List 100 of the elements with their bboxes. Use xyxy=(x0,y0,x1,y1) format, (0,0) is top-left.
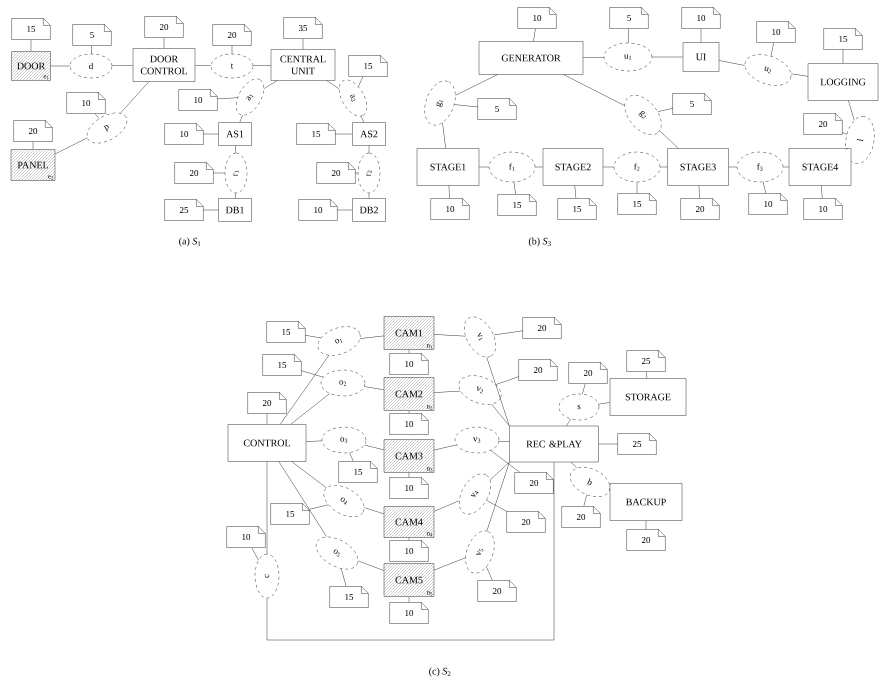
connector-line xyxy=(364,386,384,390)
connector-line xyxy=(266,462,554,640)
component-box: BACKUP xyxy=(610,483,682,521)
connector-line xyxy=(434,444,457,450)
note: 10 xyxy=(390,477,428,499)
connector-line xyxy=(305,335,322,338)
note: 15 xyxy=(348,55,388,77)
connector-line xyxy=(490,450,520,472)
note: 20 xyxy=(14,120,52,142)
connector-line xyxy=(302,38,304,50)
connector-line xyxy=(790,74,808,77)
note: 20 xyxy=(478,580,516,602)
connector-line xyxy=(368,146,370,153)
connector-line xyxy=(266,462,268,554)
note: 15 xyxy=(338,461,378,483)
component-box: AS2 xyxy=(352,122,386,146)
connector-line xyxy=(368,193,370,198)
note: 20 xyxy=(804,113,842,135)
component-box: STORAGE xyxy=(610,378,686,416)
connector-line xyxy=(408,410,410,414)
connector-line xyxy=(408,596,410,602)
note: 10 xyxy=(298,199,338,221)
note: 20 xyxy=(568,362,608,384)
connector-line xyxy=(494,330,523,336)
connector-line xyxy=(533,28,536,42)
connector-line xyxy=(719,60,745,66)
note: 10 xyxy=(518,7,556,29)
connector-line xyxy=(584,494,587,506)
note: 15 xyxy=(266,321,306,343)
connector-line xyxy=(763,182,766,194)
connector-line xyxy=(652,56,683,58)
note: 10 xyxy=(164,123,204,145)
connector-line xyxy=(290,393,330,424)
connector-line xyxy=(358,76,364,87)
component-box: STAGE2 xyxy=(542,148,604,186)
note: 25 xyxy=(164,199,204,221)
connector-line xyxy=(240,115,243,122)
note: 10 xyxy=(748,193,788,215)
connector-line xyxy=(660,166,668,168)
note: 15 xyxy=(824,28,862,50)
connector-line xyxy=(195,65,212,66)
caption: (c) S$_{2}$ xyxy=(429,667,450,677)
connector-line xyxy=(213,172,225,174)
connector-line xyxy=(434,334,466,336)
note: 15 xyxy=(262,354,302,376)
connector-line xyxy=(301,370,324,378)
connector-line xyxy=(217,98,238,100)
component-box: GENERATOR xyxy=(478,41,584,75)
connector-line xyxy=(341,568,346,586)
component-box: UI xyxy=(682,42,720,72)
note: 10 xyxy=(178,89,218,111)
connector-line xyxy=(280,355,330,424)
connector-line xyxy=(408,472,410,478)
connector-line xyxy=(360,116,364,122)
connector-line xyxy=(842,50,844,64)
note: 15 xyxy=(330,586,368,608)
connector-line xyxy=(598,402,610,404)
note: 15 xyxy=(270,503,310,525)
note: 15 xyxy=(296,123,336,145)
connector-line xyxy=(490,462,510,480)
component-box: DB1 xyxy=(218,198,252,222)
component-box: DOOR CONTROL xyxy=(132,48,196,82)
connector-line xyxy=(454,104,478,108)
note: 20 xyxy=(174,162,214,184)
connector-line xyxy=(408,538,410,540)
connector-line xyxy=(491,404,510,426)
component-box: CENTRAL UNIT xyxy=(270,49,336,81)
connector-line xyxy=(112,65,133,66)
note: 5 xyxy=(72,24,112,46)
connector-line xyxy=(486,357,510,426)
connector-line xyxy=(770,42,774,56)
connector-line xyxy=(408,350,410,354)
connector-line xyxy=(253,65,271,66)
connector-line xyxy=(700,28,702,42)
note: 25 xyxy=(618,433,656,455)
connector-line xyxy=(442,122,446,148)
note: 10 xyxy=(390,353,428,375)
note: 35 xyxy=(284,17,322,39)
note: 15 xyxy=(498,194,536,216)
component-box: LOGGING xyxy=(808,63,878,101)
note: 10 xyxy=(804,198,842,220)
connector-line xyxy=(783,166,789,168)
connector-line xyxy=(355,172,358,174)
connector-line xyxy=(94,114,100,119)
connector-line xyxy=(264,80,278,89)
connector-line xyxy=(235,192,236,198)
connector-line xyxy=(603,166,614,168)
connector-line xyxy=(535,166,543,168)
connector-line xyxy=(496,376,519,385)
connector-line xyxy=(698,186,700,198)
connector-line xyxy=(628,28,629,43)
connector-line xyxy=(434,500,460,512)
connector-line xyxy=(514,182,516,194)
connector-line xyxy=(486,500,507,512)
connector-line xyxy=(32,142,34,150)
note: 5 xyxy=(478,98,516,120)
note: 20 xyxy=(144,16,184,38)
note: 15 xyxy=(12,18,50,40)
note: 10 xyxy=(390,413,428,435)
connector-line xyxy=(448,186,450,198)
